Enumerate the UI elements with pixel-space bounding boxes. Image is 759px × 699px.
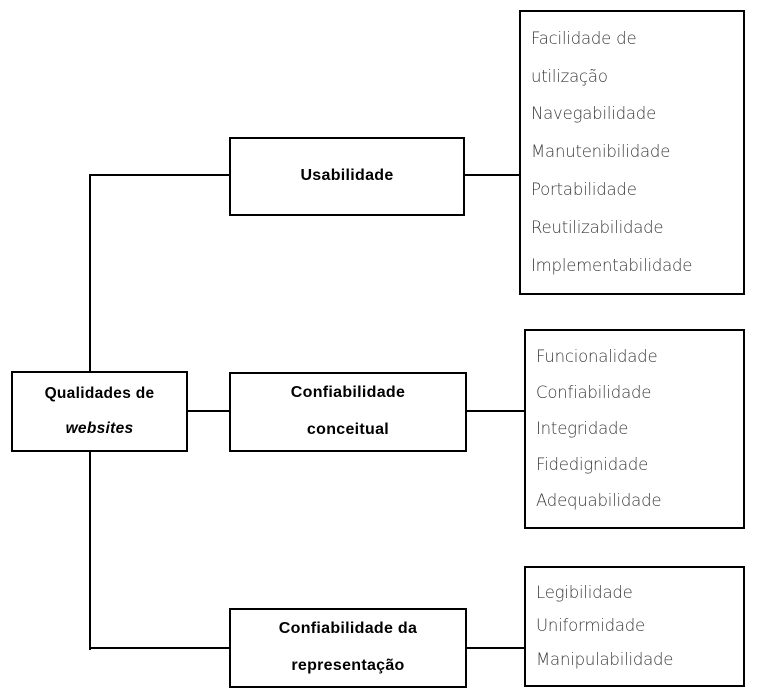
connector-root-to-usabilidade	[89, 174, 231, 176]
branch-node-confiabilidade-da-representacao[interactable]: Confiabilidade da representação	[229, 608, 467, 688]
list-item: Facilidade de	[531, 28, 637, 48]
root-node-qualidades-de-websites[interactable]: Qualidades de websites	[11, 371, 188, 452]
attribute-list-confiabilidade-conceitual: Funcionalidade Confiabilidade Integridad…	[524, 329, 745, 529]
list-item: Legibilidade	[536, 582, 633, 602]
list-item: Funcionalidade	[536, 346, 658, 366]
attribute-list-usabilidade: Facilidade de utilização Navegabilidade …	[519, 10, 745, 295]
list-item: Integridade	[536, 418, 629, 438]
branch-node-usabilidade[interactable]: Usabilidade	[229, 137, 465, 216]
connector-representacao-to-attributes	[465, 647, 525, 649]
list-item: Manutenibilidade	[531, 142, 671, 162]
list-item: Implementabilidade	[531, 255, 693, 275]
list-item: Reutilizabilidade	[531, 217, 664, 237]
connector-root-to-confiabilidade-conceitual	[186, 410, 231, 412]
connector-usabilidade-to-attributes	[463, 174, 521, 176]
branch-label-representacao-line-2: representação	[291, 657, 405, 674]
list-item: utilização	[531, 66, 608, 86]
branch-label-conceitual-line-1: Confiabilidade	[290, 384, 406, 402]
branch-label-representacao-line-1: Confiabilidade da	[278, 620, 418, 638]
list-item: Uniformidade	[536, 616, 645, 636]
root-label-line-1: Qualidades de	[44, 385, 155, 403]
branch-label-usabilidade: Usabilidade	[300, 167, 394, 185]
attribute-list-confiabilidade-da-representacao: Legibilidade Uniformidade Manipulabilida…	[524, 566, 745, 687]
branch-node-confiabilidade-conceitual[interactable]: Confiabilidade conceitual	[229, 372, 467, 452]
root-label-line-2: websites	[65, 419, 134, 437]
connector-root-to-confiabilidade-representacao	[89, 647, 231, 649]
branch-label-conceitual-line-2: conceitual	[306, 421, 390, 438]
connector-conceitual-to-attributes	[465, 410, 525, 412]
list-item: Manipulabilidade	[536, 649, 674, 669]
list-item: Navegabilidade	[531, 104, 657, 124]
list-item: Confiabilidade	[536, 382, 652, 402]
list-item: Portabilidade	[531, 180, 637, 200]
list-item: Fidedignidade	[536, 454, 649, 474]
list-item: Adequabilidade	[536, 490, 662, 510]
